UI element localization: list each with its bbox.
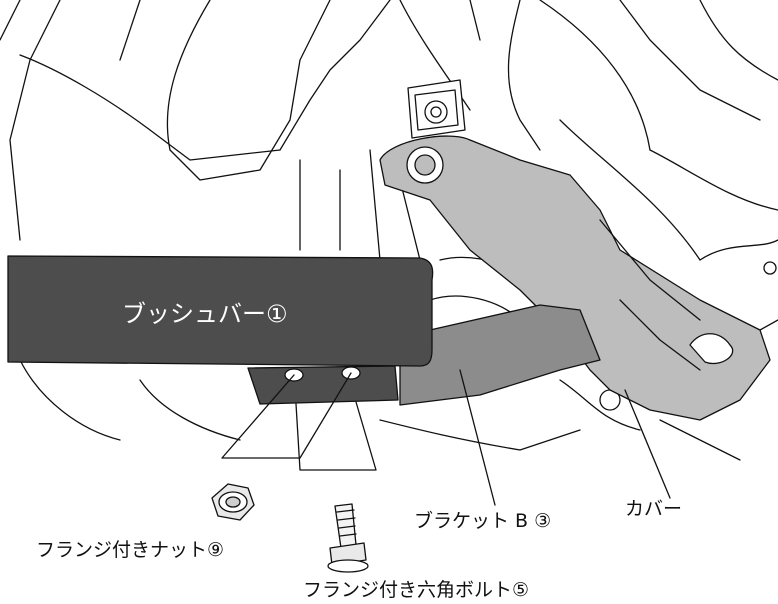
- push-bar-part: [7, 255, 434, 405]
- bracket-b-label: ブラケット B ③: [414, 510, 552, 532]
- flange-bolt-label: フランジ付き六角ボルト⑤: [303, 579, 530, 601]
- bracket-b-part: [399, 304, 601, 406]
- flange-nut-label: フランジ付きナット⑨: [36, 539, 225, 561]
- engine-line-art: [0, 0, 778, 461]
- leader-lines: [221, 369, 671, 506]
- push-bar-label: ブッシュバー①: [122, 300, 288, 328]
- hex-bolt-part: [327, 503, 369, 573]
- cover-label: カバー: [625, 498, 683, 520]
- flange-nut-part: [211, 483, 255, 521]
- wire-clamp: [407, 79, 466, 139]
